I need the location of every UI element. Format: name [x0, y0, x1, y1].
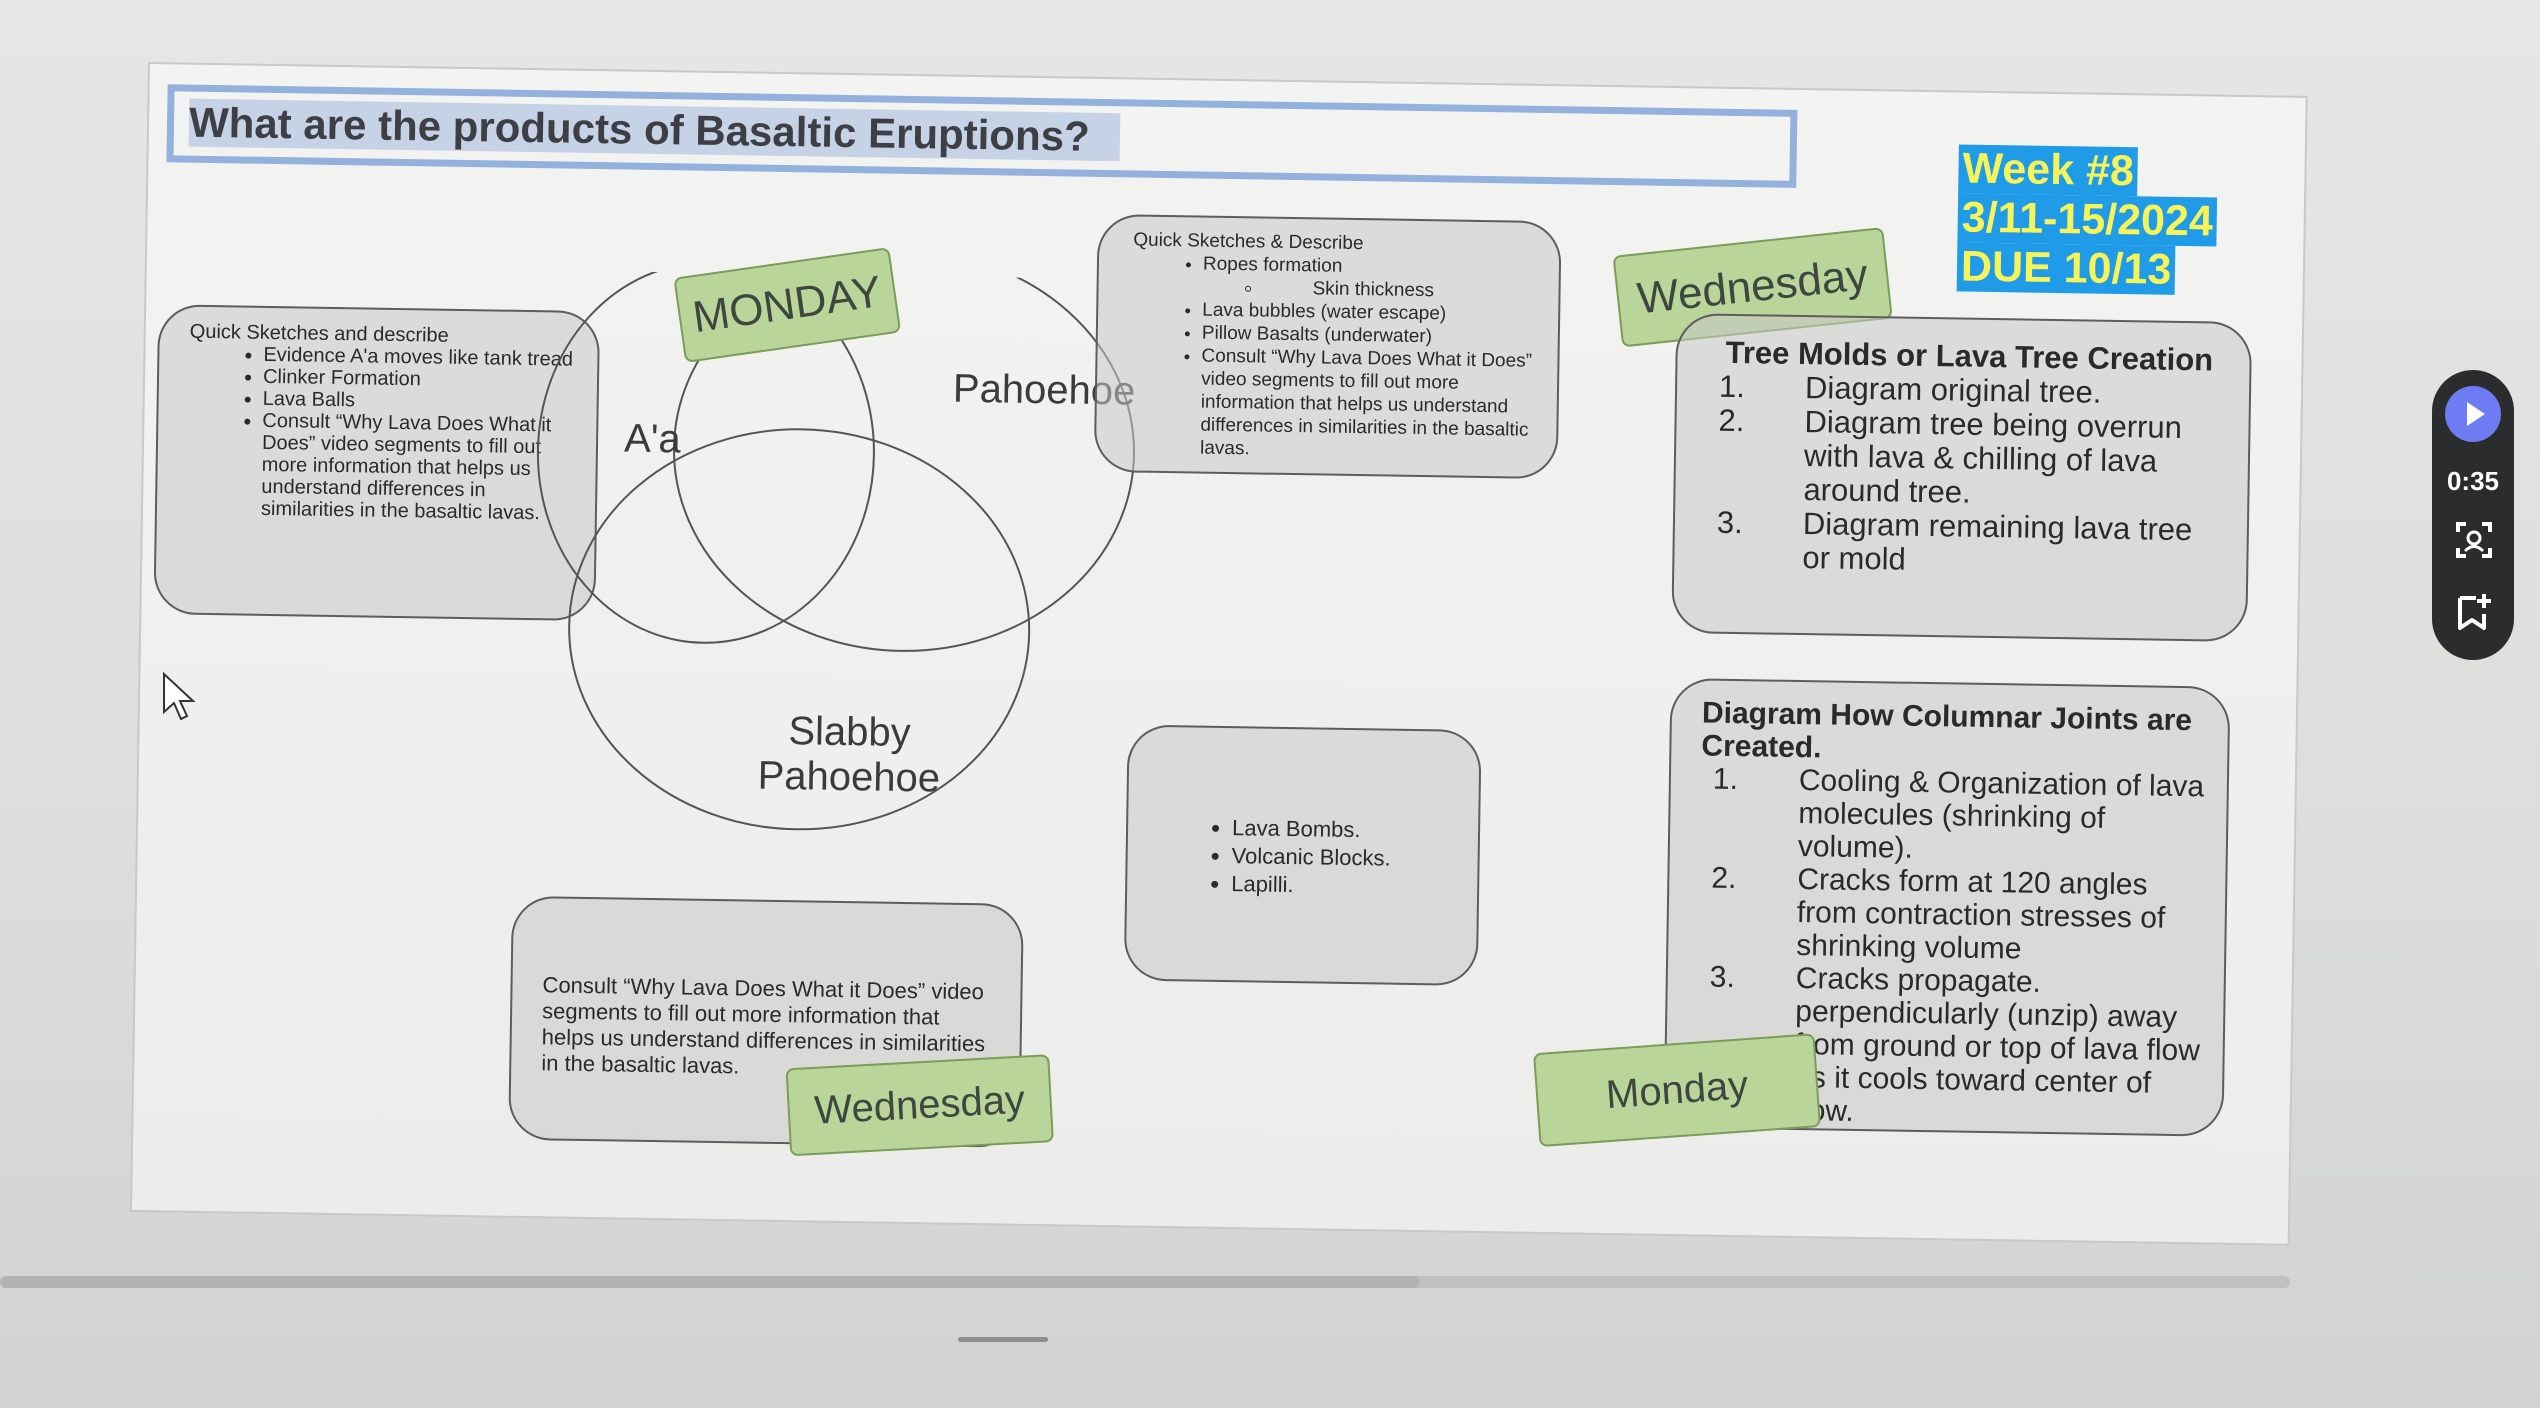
tree-molds-box: Tree Molds or Lava Tree Creation 1.Diagr…: [1671, 313, 2252, 642]
slide-page: What are the products of Basaltic Erupti…: [130, 62, 2308, 1246]
list-item: Consult “Why Lava Does What it Does” vid…: [1200, 345, 1538, 465]
recording-timer: 0:35: [2432, 466, 2514, 497]
week-dates: 3/11-15/2024: [1957, 193, 2217, 246]
recorder-toolbar: 0:35: [2432, 370, 2514, 660]
aa-notes-list: Evidence A'a moves like tank tread Clink…: [187, 343, 580, 525]
step-number: 3.: [1694, 505, 1803, 575]
tree-step-3: 3.Diagram remaining lava tree or mold: [1694, 505, 2227, 581]
venn-label-slabby: Slabby Pahoehoe: [729, 708, 970, 802]
play-icon[interactable]: [2445, 386, 2501, 442]
pahoehoe-notes-list-2: Lava bubbles (water escape) Pillow Basal…: [1130, 297, 1538, 464]
horizontal-scrollbar[interactable]: [0, 1276, 2290, 1288]
mouse-cursor-icon: [162, 672, 198, 724]
week-info: Week #8 3/11-15/2024 DUE 10/13: [1957, 144, 2229, 295]
step-text: Diagram remaining lava tree or mold: [1802, 507, 2227, 582]
venn-label-slabby-line1: Slabby: [729, 708, 970, 757]
step-text: Diagram tree being overrun with lava & c…: [1803, 405, 2229, 514]
pyroclasts-box: Lava Bombs. Volcanic Blocks. Lapilli.: [1124, 724, 1482, 986]
venn-label-slabby-line2: Pahoehoe: [729, 753, 970, 802]
step-number: 1.: [1697, 369, 1806, 405]
week-number: Week #8: [1958, 144, 2138, 196]
resize-handle[interactable]: [958, 1337, 1048, 1342]
step-number: 1.: [1690, 762, 1800, 863]
step-number: 2.: [1695, 403, 1805, 507]
list-item: Consult “Why Lava Does What it Does” vid…: [261, 410, 579, 525]
columnar-step-2: 2.Cracks form at 120 angles from contrac…: [1688, 861, 2203, 968]
bookmark-add-icon[interactable]: [2454, 592, 2494, 632]
columnar-step-1: 1.Cooling & Organization of lava molecul…: [1690, 762, 2205, 869]
due-date: DUE 10/13: [1957, 242, 2176, 294]
pyroclasts-list: Lava Bombs. Volcanic Blocks. Lapilli.: [1127, 812, 1468, 901]
step-text: Cooling & Organization of lava molecules…: [1798, 764, 2206, 869]
list-item: Volcanic Blocks.: [1231, 842, 1467, 874]
monday-tag-bottom: Monday: [1533, 1033, 1821, 1147]
scrollbar-thumb[interactable]: [0, 1276, 1420, 1288]
list-item: Lapilli.: [1231, 870, 1467, 902]
step-number: 2.: [1688, 861, 1798, 962]
venn-label-aa: A'a: [624, 417, 681, 463]
step-text: Cracks propagate. perpendicularly (unzip…: [1793, 962, 2202, 1133]
screenshot-icon[interactable]: [2454, 520, 2494, 560]
tree-step-2: 2.Diagram tree being overrun with lava &…: [1695, 403, 2229, 513]
step-text: Cracks form at 120 angles from contracti…: [1796, 863, 2204, 968]
list-item: Lava Bombs.: [1232, 814, 1468, 846]
wednesday-tag-bottom: Wednesday: [786, 1054, 1054, 1156]
pahoehoe-notes-box: Quick Sketches & Describe Ropes formatio…: [1094, 214, 1562, 479]
columnar-joints-heading: Diagram How Columnar Joints are Created.: [1701, 696, 2206, 770]
